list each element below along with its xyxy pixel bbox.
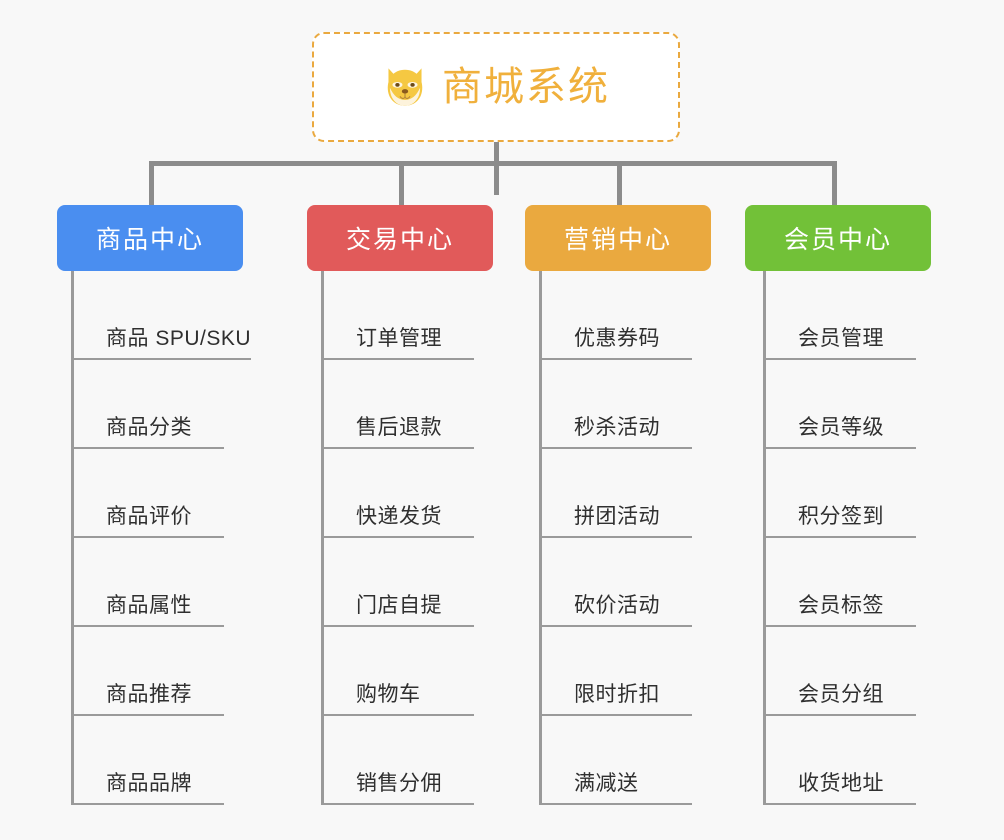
leaf-label: 会员管理 — [798, 327, 884, 350]
branch-product-center: 商品中心 商品 SPU/SKU 商品分类 商品评价 商品属性 商品推荐 商品品牌 — [57, 205, 252, 805]
leaf-item[interactable]: 砍价活动 — [542, 538, 692, 627]
connector-drop-3 — [617, 161, 622, 205]
leaf-item[interactable]: 商品推荐 — [74, 627, 224, 716]
category-header-marketing-center[interactable]: 营销中心 — [525, 205, 711, 271]
root-title: 商城系统 — [442, 65, 610, 109]
category-header-product-center[interactable]: 商品中心 — [57, 205, 243, 271]
leaf-item[interactable]: 商品分类 — [74, 360, 224, 449]
leaf-label: 优惠券码 — [574, 327, 660, 350]
leaf-label: 会员等级 — [798, 416, 884, 439]
shiba-dog-face-icon — [387, 68, 423, 106]
branch-marketing-center: 营销中心 优惠券码 秒杀活动 拼团活动 砍价活动 限时折扣 满减送 — [525, 205, 711, 805]
leaf-label: 售后退款 — [356, 416, 442, 439]
leaf-item[interactable]: 门店自提 — [324, 538, 474, 627]
root-node-mall-system[interactable]: 商城系统 — [312, 32, 680, 142]
leaf-label: 门店自提 — [356, 594, 442, 617]
leaf-item[interactable]: 秒杀活动 — [542, 360, 692, 449]
leaf-item[interactable]: 会员等级 — [766, 360, 916, 449]
connector-root-stem — [494, 142, 499, 195]
leaf-list-member-center: 会员管理 会员等级 积分签到 会员标签 会员分组 收货地址 — [763, 271, 931, 805]
leaf-label: 商品分类 — [106, 416, 192, 439]
leaf-item[interactable]: 商品 SPU/SKU — [74, 271, 252, 360]
leaf-label: 购物车 — [356, 683, 421, 706]
leaf-item[interactable]: 收货地址 — [766, 716, 916, 805]
connector-horizontal-bar — [149, 161, 837, 166]
category-header-member-center[interactable]: 会员中心 — [745, 205, 931, 271]
leaf-item[interactable]: 拼团活动 — [542, 449, 692, 538]
leaf-item[interactable]: 购物车 — [324, 627, 474, 716]
leaf-list-marketing-center: 优惠券码 秒杀活动 拼团活动 砍价活动 限时折扣 满减送 — [539, 271, 711, 805]
leaf-label: 快递发货 — [356, 505, 442, 528]
leaf-label: 砍价活动 — [574, 594, 660, 617]
connector-drop-2 — [399, 161, 404, 205]
leaf-item[interactable]: 满减送 — [542, 716, 692, 805]
leaf-label: 积分签到 — [798, 505, 884, 528]
leaf-item[interactable]: 商品品牌 — [74, 716, 224, 805]
leaf-item[interactable]: 销售分佣 — [324, 716, 474, 805]
leaf-item[interactable]: 会员管理 — [766, 271, 916, 360]
category-label: 商品中心 — [95, 226, 204, 254]
leaf-label: 会员分组 — [798, 683, 884, 706]
leaf-label: 销售分佣 — [356, 772, 442, 795]
leaf-item[interactable]: 商品属性 — [74, 538, 224, 627]
category-label: 交易中心 — [345, 226, 454, 254]
category-header-trade-center[interactable]: 交易中心 — [307, 205, 493, 271]
leaf-item[interactable]: 限时折扣 — [542, 627, 692, 716]
leaf-item[interactable]: 快递发货 — [324, 449, 474, 538]
leaf-item[interactable]: 会员标签 — [766, 538, 916, 627]
category-label: 会员中心 — [783, 226, 892, 254]
leaf-item[interactable]: 积分签到 — [766, 449, 916, 538]
leaf-label: 商品属性 — [106, 594, 192, 617]
connector-drop-4 — [832, 161, 837, 205]
leaf-label: 商品 SPU/SKU — [106, 327, 252, 350]
leaf-label: 会员标签 — [798, 594, 884, 617]
branch-trade-center: 交易中心 订单管理 售后退款 快递发货 门店自提 购物车 销售分佣 — [307, 205, 493, 805]
leaf-item[interactable]: 商品评价 — [74, 449, 224, 538]
leaf-label: 秒杀活动 — [574, 416, 660, 439]
leaf-list-product-center: 商品 SPU/SKU 商品分类 商品评价 商品属性 商品推荐 商品品牌 — [71, 271, 252, 805]
leaf-label: 订单管理 — [356, 327, 442, 350]
leaf-label: 商品评价 — [106, 505, 192, 528]
leaf-item[interactable]: 售后退款 — [324, 360, 474, 449]
leaf-label: 商品推荐 — [106, 683, 192, 706]
leaf-item[interactable]: 会员分组 — [766, 627, 916, 716]
leaf-label: 商品品牌 — [106, 772, 192, 795]
leaf-item[interactable]: 优惠券码 — [542, 271, 692, 360]
branch-member-center: 会员中心 会员管理 会员等级 积分签到 会员标签 会员分组 收货地址 — [745, 205, 931, 805]
leaf-list-trade-center: 订单管理 售后退款 快递发货 门店自提 购物车 销售分佣 — [321, 271, 493, 805]
leaf-label: 限时折扣 — [574, 683, 660, 706]
category-label: 营销中心 — [563, 226, 672, 254]
leaf-item[interactable]: 订单管理 — [324, 271, 474, 360]
leaf-label: 拼团活动 — [574, 505, 660, 528]
leaf-label: 收货地址 — [798, 772, 884, 795]
leaf-label: 满减送 — [574, 772, 639, 795]
connector-drop-1 — [149, 161, 154, 205]
